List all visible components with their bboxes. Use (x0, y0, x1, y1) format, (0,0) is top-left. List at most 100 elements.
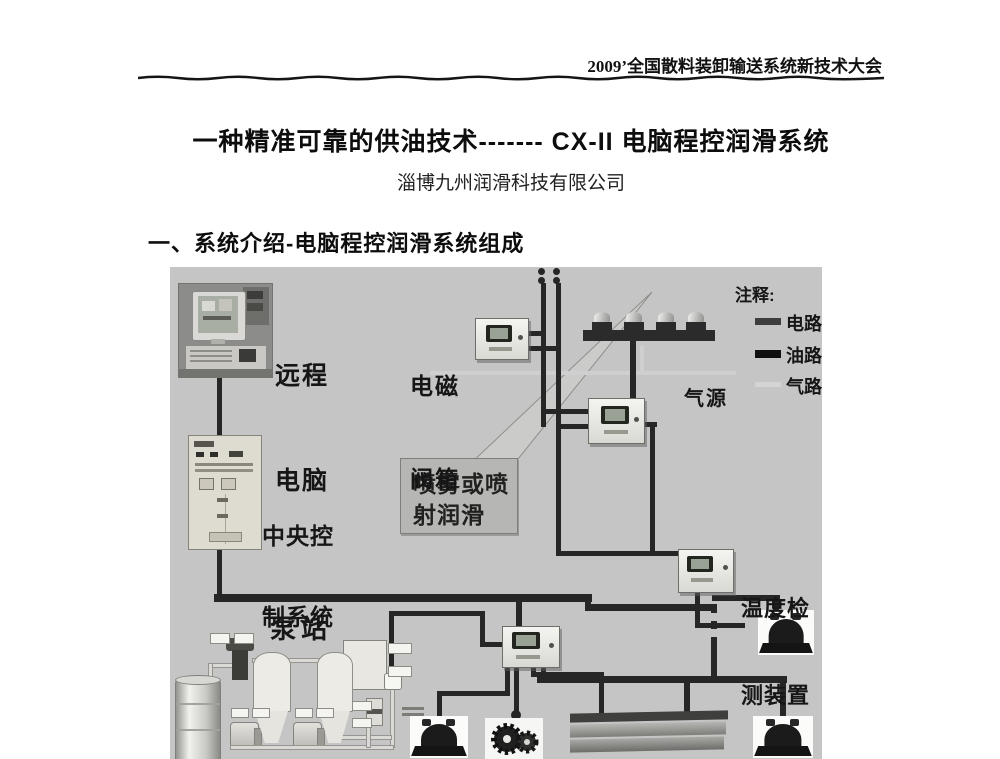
label-central-control: 中央控 制系统 (262, 469, 334, 685)
connector-line (541, 409, 588, 414)
door-mark (217, 514, 228, 518)
label-line: 阀箱 (410, 466, 460, 492)
label-air-source: 气源 (684, 388, 728, 410)
legend: 注释: 电路 油路 气路 (730, 277, 822, 397)
equipment-tag (234, 633, 254, 644)
screen-window (219, 299, 232, 311)
bearing-cap (422, 719, 431, 726)
connector-line (599, 672, 604, 718)
device-screen (687, 556, 713, 572)
device-screen (601, 406, 629, 424)
nozzle-dome (594, 312, 610, 323)
connector-line (585, 594, 591, 610)
label-remote-computer: 远程 电脑 (275, 289, 329, 569)
hopper-body (253, 652, 291, 712)
bearing-cap (790, 719, 799, 726)
connector-line (531, 666, 536, 676)
cabinet-text-row (195, 463, 253, 466)
temperature-detector-device (678, 549, 734, 593)
connector-line (585, 604, 717, 611)
connector-line (537, 676, 787, 683)
shelf-item (247, 291, 263, 299)
legend-swatch-electric (755, 318, 781, 325)
bearing-cap (446, 719, 455, 726)
cabinet-text-row (195, 469, 253, 472)
connector-line (516, 594, 522, 628)
device-button (518, 335, 523, 340)
paper-title: 一种精准可靠的供油技术------- CX-II 电脑程控润滑系统 (192, 128, 830, 156)
nozzle-dome (658, 312, 674, 323)
equipment-tag (352, 718, 372, 728)
legend-label-oil: 油路 (786, 346, 822, 366)
callout-line2: 射润滑 (413, 502, 485, 528)
device-screen (486, 325, 512, 342)
air-line (640, 346, 644, 373)
connector-line (773, 595, 779, 615)
rails-photo (570, 710, 730, 759)
nozzle-base (592, 322, 612, 331)
system-diagram: 喷雾或喷 射润滑 注释: 电路 油路 气路 (170, 267, 822, 759)
nozzle-base (624, 322, 644, 331)
equipment-tag (316, 708, 334, 718)
cabinet-button (210, 452, 218, 457)
connector-line (480, 613, 485, 645)
grease-hopper (317, 652, 353, 759)
connector-line (538, 268, 545, 275)
nozzle-base (656, 322, 676, 331)
connector-line (541, 666, 546, 678)
remote-computer-photo (178, 283, 273, 378)
connector-line (217, 374, 222, 436)
door-divider (225, 494, 226, 544)
bearing-photo (758, 610, 814, 655)
nozzle-dome (688, 312, 704, 323)
lubrication-controller-device (588, 398, 645, 444)
screen-dots (203, 316, 231, 320)
connector-line (711, 604, 717, 678)
drive-bay (239, 349, 256, 362)
rail-bar (570, 710, 728, 723)
bearing-photo (410, 716, 468, 758)
drum-pump-body (232, 650, 248, 680)
device-label (604, 430, 628, 434)
equipment-tag (295, 708, 313, 718)
legend-label-air: 气路 (786, 377, 822, 397)
gears-photo (485, 718, 543, 759)
nozzle-base (686, 322, 706, 331)
label-line: 测装置 (741, 683, 811, 708)
bearing-cap (770, 613, 779, 620)
nozzle-dome (626, 312, 642, 323)
door-mark (217, 498, 228, 502)
bottom-label (209, 532, 242, 542)
cabinet-button (196, 452, 204, 457)
cabinet-meter (221, 478, 236, 490)
connector-line (527, 331, 543, 336)
connector-line (630, 341, 636, 399)
bearing-housing (768, 619, 804, 646)
connector-line (553, 268, 560, 275)
cabinet-meter (199, 478, 214, 490)
conference-header: 2009’全国散料装卸输送系统新技术大会 (587, 57, 882, 76)
device-label (516, 655, 540, 659)
connector-line (556, 283, 561, 555)
connector-line (541, 283, 546, 427)
oil-drum (175, 675, 221, 759)
label-line: 远程 (275, 362, 330, 390)
connector-line (511, 710, 521, 720)
bearing-base (754, 746, 812, 756)
monitor-stand (211, 339, 225, 344)
connector-line (480, 642, 506, 647)
spray-callout-box: 喷雾或喷 射润滑 (400, 458, 518, 534)
solenoid-valve-box-device (475, 318, 529, 360)
connector-line (684, 676, 690, 718)
connector-line (214, 594, 592, 602)
section-heading: 一、系统介绍-电脑程控润滑系统组成 (148, 231, 525, 256)
equipment-tag (231, 708, 249, 718)
connector-line (553, 277, 560, 284)
company-name: 淄博九州润滑科技有限公司 (396, 173, 625, 194)
connector-line (695, 590, 700, 623)
bearing-photo (753, 716, 813, 758)
rail-bar (570, 736, 724, 753)
pressure-note (402, 707, 424, 719)
pipe-line (230, 745, 394, 750)
legend-title: 注释: (735, 286, 775, 305)
